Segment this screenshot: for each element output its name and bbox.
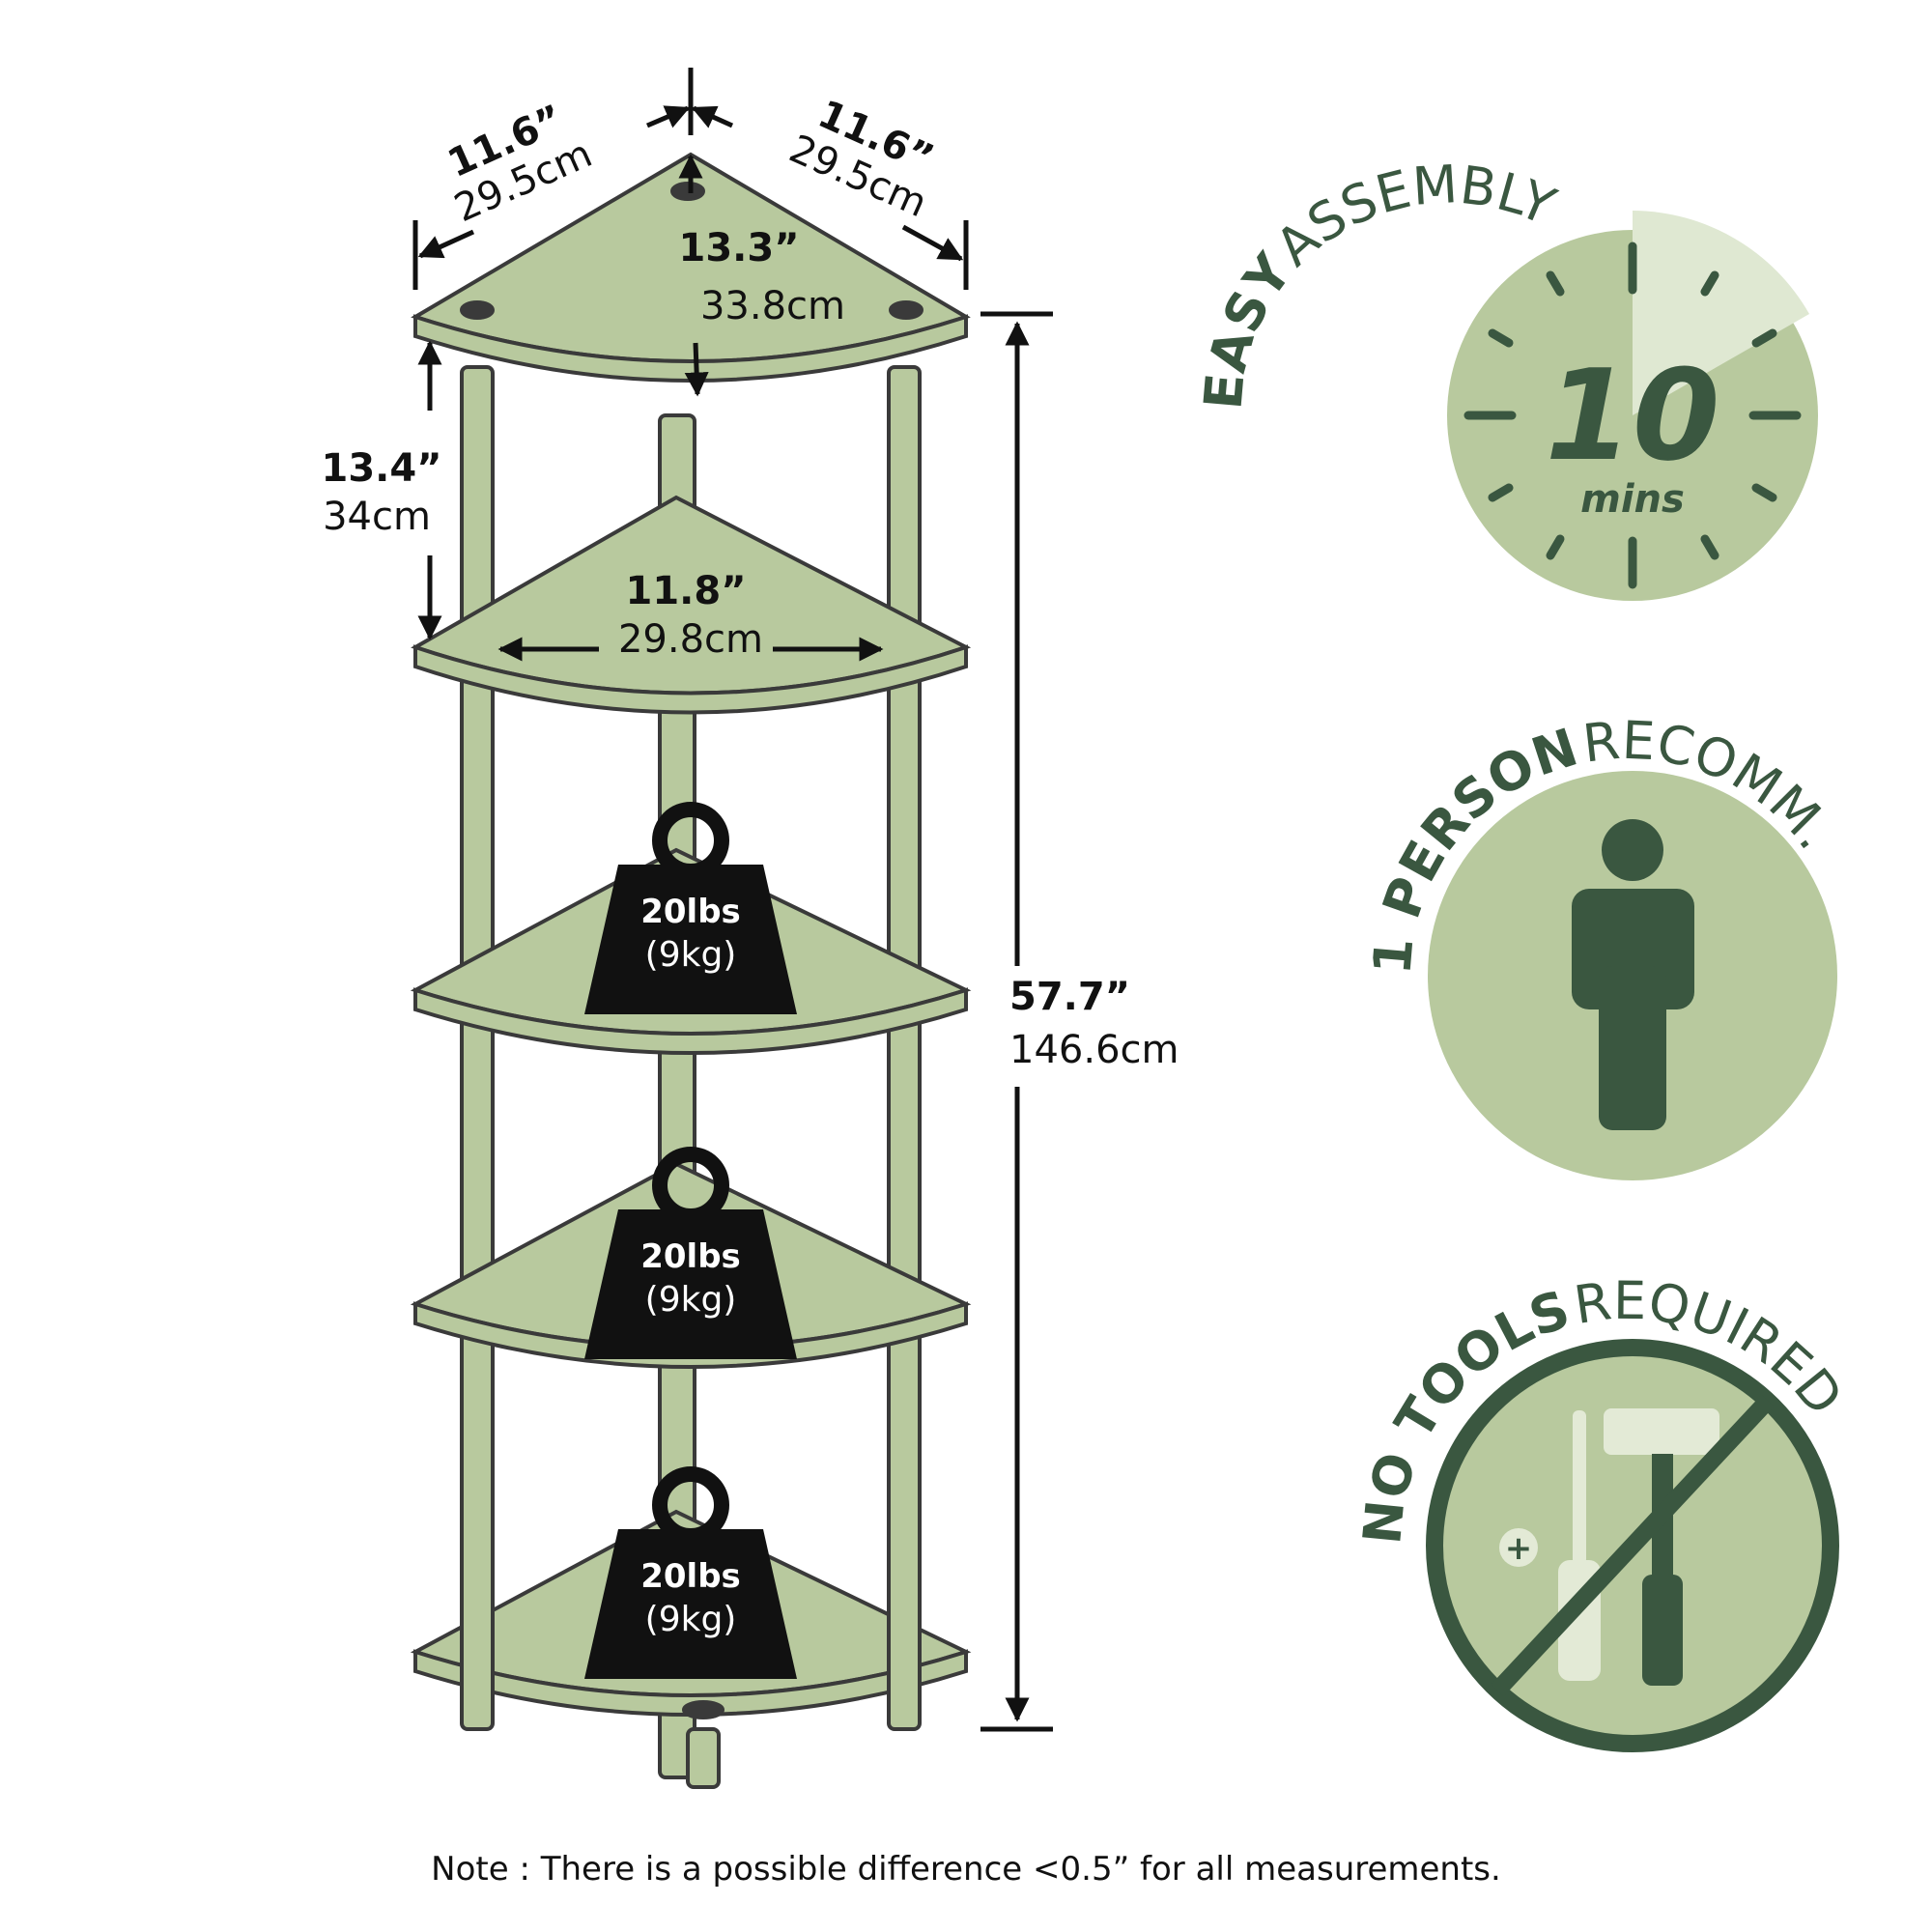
svg-text:(9kg): (9kg) bbox=[645, 1600, 737, 1639]
weight-tag: 20lbs (9kg) bbox=[584, 1466, 797, 1679]
left-post bbox=[460, 365, 495, 1731]
timer-minutes-unit: mins bbox=[1580, 477, 1685, 522]
measurement-note: Note : There is a possible difference <0… bbox=[431, 1850, 1501, 1889]
dim-label-top-left: 11.6” 29.5cm bbox=[441, 97, 599, 231]
svg-text:20lbs: 20lbs bbox=[640, 893, 741, 931]
shelf-2 bbox=[411, 495, 972, 715]
dim-depth-cm: 33.8cm bbox=[700, 284, 845, 328]
no-tools-badge: + NO TOOLS REQUIRED bbox=[1351, 1270, 1855, 1752]
dim-label-top-right: 11.6” 29.5cm bbox=[782, 92, 940, 226]
shelf-1 bbox=[411, 152, 971, 383]
dim-width-inches: 11.8” bbox=[626, 569, 747, 613]
back-post bbox=[658, 413, 696, 1779]
svg-text:(9kg): (9kg) bbox=[645, 935, 737, 975]
dim-height-cm: 146.6cm bbox=[1009, 1028, 1179, 1072]
easy-assembly-badge: 10 mins EASY ASSEMBLY bbox=[1192, 154, 1818, 601]
weight-tag: 20lbs (9kg) bbox=[584, 802, 797, 1014]
timer-elapsed-wedge bbox=[1633, 211, 1809, 415]
one-person-badge: 1 PERSON RECOMM. bbox=[1361, 710, 1846, 1180]
svg-text:(9kg): (9kg) bbox=[645, 1280, 737, 1320]
dim-width-cm: 29.8cm bbox=[618, 617, 763, 662]
front-foot bbox=[686, 1727, 721, 1789]
person-icon bbox=[1572, 819, 1694, 1130]
dimension-lines bbox=[412, 68, 1053, 1732]
dim-depth-inches: 13.3” bbox=[679, 226, 800, 270]
dim-height-inches: 57.7” bbox=[1009, 975, 1130, 1019]
timer-minutes-value: 10 bbox=[1546, 342, 1720, 489]
svg-text:20lbs: 20lbs bbox=[640, 1557, 741, 1596]
prohibition-slash bbox=[1491, 1394, 1775, 1697]
svg-text:20lbs: 20lbs bbox=[640, 1237, 741, 1276]
dim-spacing-cm: 34cm bbox=[323, 495, 431, 539]
corner-shelf-unit bbox=[410, 152, 972, 1789]
weight-tag: 20lbs (9kg) bbox=[584, 1147, 797, 1359]
dim-spacing-inches: 13.4” bbox=[322, 446, 442, 491]
right-post bbox=[887, 365, 922, 1731]
plus-icon: + bbox=[1505, 1529, 1533, 1568]
